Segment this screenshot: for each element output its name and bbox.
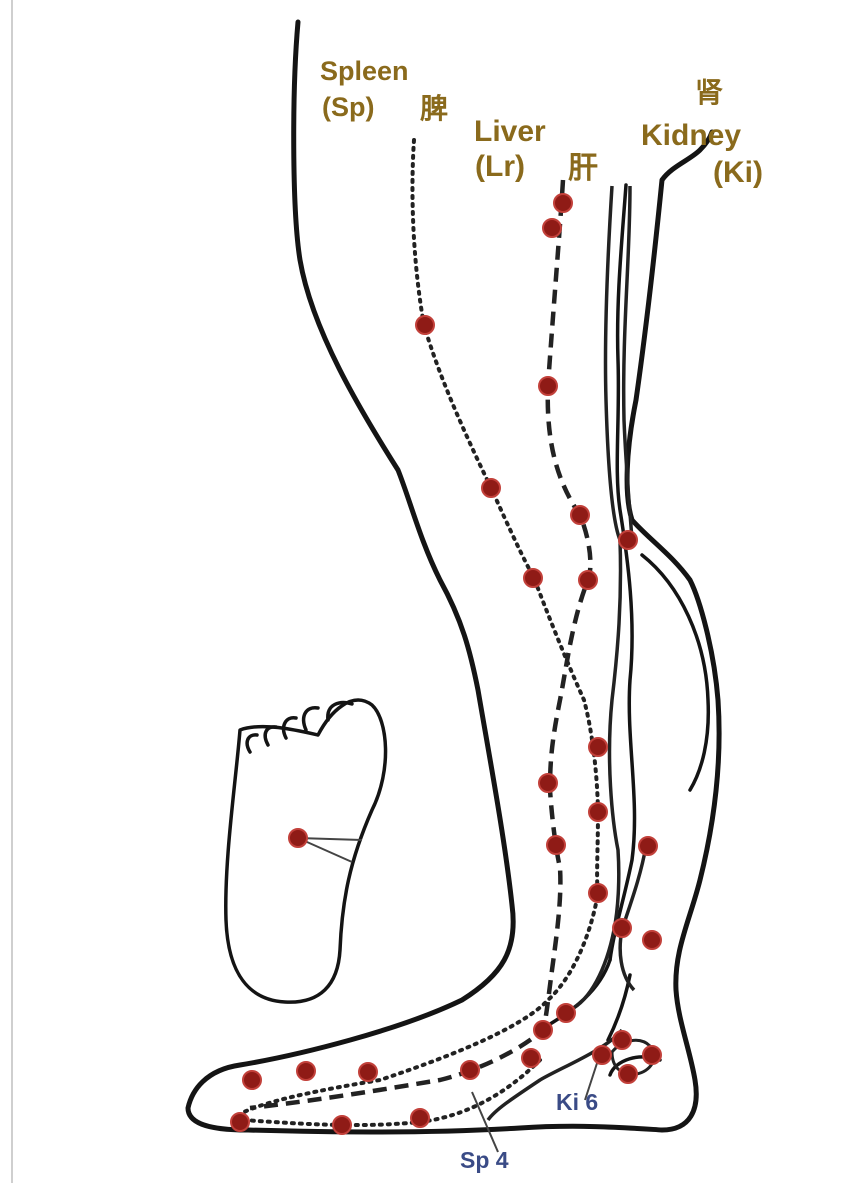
ki6-label: Ki 6: [556, 1089, 598, 1115]
acupoint: [589, 803, 607, 821]
leg-outline: [188, 22, 719, 1132]
acupoint: [461, 1061, 479, 1079]
acupoint: [482, 479, 500, 497]
kidney-label: Kidney: [641, 119, 741, 152]
acupoint: [579, 571, 597, 589]
acupoint: [522, 1049, 540, 1067]
acupoint: [411, 1109, 429, 1127]
acupoint: [643, 1046, 661, 1064]
acupoint: [571, 506, 589, 524]
acupoint: [643, 931, 661, 949]
spleen-meridian-path: [244, 140, 598, 1125]
sp4-label: Sp 4: [460, 1147, 509, 1173]
acupoint: [231, 1113, 249, 1131]
spleen-cjk-label: 脾: [420, 93, 448, 124]
acupoint: [543, 219, 561, 237]
acupoint: [589, 738, 607, 756]
acupoint: [557, 1004, 575, 1022]
acupoints: [231, 194, 661, 1134]
acupoint: [289, 829, 307, 847]
acupoint: [539, 774, 557, 792]
liver-abbr-label: (Lr): [475, 150, 525, 183]
acupoint: [619, 531, 637, 549]
acupoint: [547, 836, 565, 854]
liver-label: Liver: [474, 115, 546, 148]
liver-cjk-label: 肝: [568, 152, 598, 185]
sole-outline: [226, 700, 386, 1002]
acupoint: [416, 316, 434, 334]
spleen-label: Spleen: [320, 56, 409, 86]
acupoint: [554, 194, 572, 212]
acupoint: [534, 1021, 552, 1039]
acupoint: [613, 1031, 631, 1049]
acupoint: [524, 569, 542, 587]
acupoint: [589, 884, 607, 902]
acupoint: [539, 377, 557, 395]
acupoint: [297, 1062, 315, 1080]
acupoint: [333, 1116, 351, 1134]
acupoint: [639, 837, 657, 855]
sp4-leader: [472, 1092, 498, 1152]
kidney-cjk-label: 肾: [695, 77, 723, 108]
acupoint: [593, 1046, 611, 1064]
acupoint: [613, 919, 631, 937]
acupoint: [619, 1065, 637, 1083]
kidney-abbr-label: (Ki): [713, 156, 763, 189]
acupoint: [359, 1063, 377, 1081]
acupoint: [243, 1071, 261, 1089]
spleen-abbr-label: (Sp): [322, 92, 374, 122]
